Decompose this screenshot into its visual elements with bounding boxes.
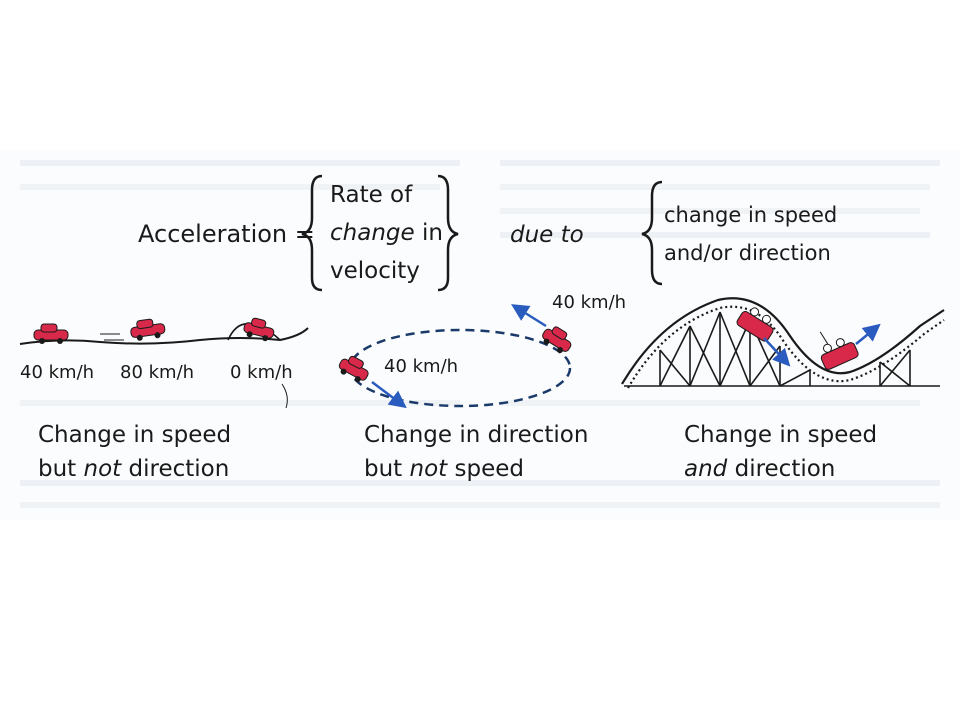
skid-mark bbox=[281, 383, 288, 409]
car-icon bbox=[338, 355, 369, 383]
car-icon bbox=[33, 323, 69, 344]
caption-direction-italic: not bbox=[410, 456, 449, 482]
coaster-rail bbox=[627, 305, 945, 389]
acceleration-term: Acceleration = bbox=[138, 220, 315, 248]
caption-direction-post: speed bbox=[447, 456, 524, 482]
rate-line-2: change in bbox=[330, 220, 443, 246]
speed-label-2: 80 km/h bbox=[120, 362, 194, 383]
car-icon bbox=[542, 326, 572, 354]
caption-speed-pre: but bbox=[38, 456, 84, 482]
caption-both-italic: and bbox=[684, 456, 728, 482]
caption-speed-italic: not bbox=[84, 456, 123, 482]
caption-both-post: direction bbox=[727, 456, 835, 482]
panel-direction: 40 km/h 40 km/h Change in direction but … bbox=[338, 292, 626, 482]
caption-speed-line-2: but not direction bbox=[38, 456, 229, 482]
velocity-arrow bbox=[763, 337, 791, 367]
car-icon bbox=[243, 317, 275, 342]
illustration-panel: Acceleration = Rate of change in velocit… bbox=[0, 150, 960, 520]
coaster-trestle bbox=[624, 311, 940, 387]
speed-label-3: 0 km/h bbox=[230, 362, 293, 383]
velocity-arrow bbox=[371, 381, 407, 409]
coaster-car-icon bbox=[736, 307, 774, 342]
caption-speed-post: direction bbox=[121, 456, 229, 482]
due-to-label: due to bbox=[510, 222, 584, 248]
caption-speed-line-1: Change in speed bbox=[38, 422, 231, 448]
acceleration-diagram: Acceleration = Rate of change in velocit… bbox=[19, 160, 945, 508]
speed-label-1: 40 km/h bbox=[20, 362, 94, 383]
left-brace-1 bbox=[301, 174, 323, 292]
rate-line-2-italic: change bbox=[330, 220, 415, 246]
caption-direction-pre: but bbox=[364, 456, 410, 482]
caption-direction-line-1: Change in direction bbox=[364, 422, 588, 448]
coaster-car-icon bbox=[819, 331, 859, 370]
change-line-1: change in speed bbox=[664, 203, 837, 227]
coaster-rail bbox=[621, 297, 945, 385]
panel-both: Change in speed and direction bbox=[621, 297, 945, 482]
left-brace-2 bbox=[641, 180, 663, 286]
car-icon bbox=[130, 318, 166, 341]
direction-label-left: 40 km/h bbox=[384, 356, 458, 377]
road-line bbox=[19, 327, 309, 345]
background-texture bbox=[20, 160, 940, 508]
caption-both-line-2: and direction bbox=[684, 456, 835, 482]
change-line-2: and/or direction bbox=[664, 241, 831, 265]
direction-label-top: 40 km/h bbox=[552, 292, 626, 313]
circular-track bbox=[348, 328, 572, 408]
velocity-arrow bbox=[511, 304, 547, 328]
caption-direction-line-2: but not speed bbox=[364, 456, 524, 482]
panel-speed: 40 km/h 80 km/h 0 km/h Change in speed b… bbox=[19, 317, 309, 482]
rate-line-1: Rate of bbox=[330, 182, 413, 208]
velocity-arrow bbox=[855, 323, 881, 345]
caption-both-line-1: Change in speed bbox=[684, 422, 877, 448]
right-brace-1 bbox=[437, 174, 459, 292]
motion-lines bbox=[100, 333, 124, 341]
rate-line-3: velocity bbox=[330, 258, 420, 284]
rate-line-2-rest: in bbox=[415, 220, 443, 246]
